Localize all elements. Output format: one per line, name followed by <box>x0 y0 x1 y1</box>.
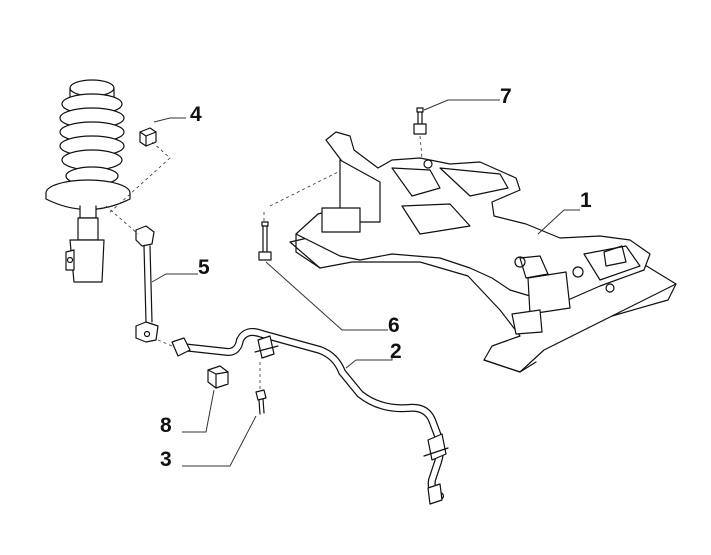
subframe-bolt-upper-part <box>413 107 427 135</box>
callout-6: 6 <box>388 314 400 337</box>
callout-7: 7 <box>500 85 512 108</box>
callout-2: 2 <box>390 340 402 363</box>
bar-bushing-part <box>207 365 229 389</box>
stabilizer-bar-part <box>171 328 449 505</box>
leader-5 <box>151 273 198 283</box>
callout-1: 1 <box>580 189 592 212</box>
callout-8: 8 <box>160 414 172 437</box>
leader-2 <box>356 356 393 361</box>
leader-4 <box>153 117 186 123</box>
leader-7 <box>423 99 500 111</box>
subframe-part <box>289 131 677 373</box>
stabilizer-link-part <box>135 225 159 343</box>
clamp-bolt-part <box>255 389 267 415</box>
leader-lines <box>151 99 580 467</box>
assembly-guide-lines <box>105 135 423 392</box>
subframe-bolt-part <box>258 221 272 261</box>
callout-4: 4 <box>190 103 202 126</box>
callout-3: 3 <box>160 448 172 471</box>
callout-5: 5 <box>198 256 210 279</box>
nut-part <box>139 127 157 147</box>
leader-3 <box>182 415 257 467</box>
strut-assembly <box>45 79 131 283</box>
leader-6 <box>265 261 388 331</box>
leader-8 <box>182 389 215 433</box>
leader-1 <box>537 209 580 235</box>
